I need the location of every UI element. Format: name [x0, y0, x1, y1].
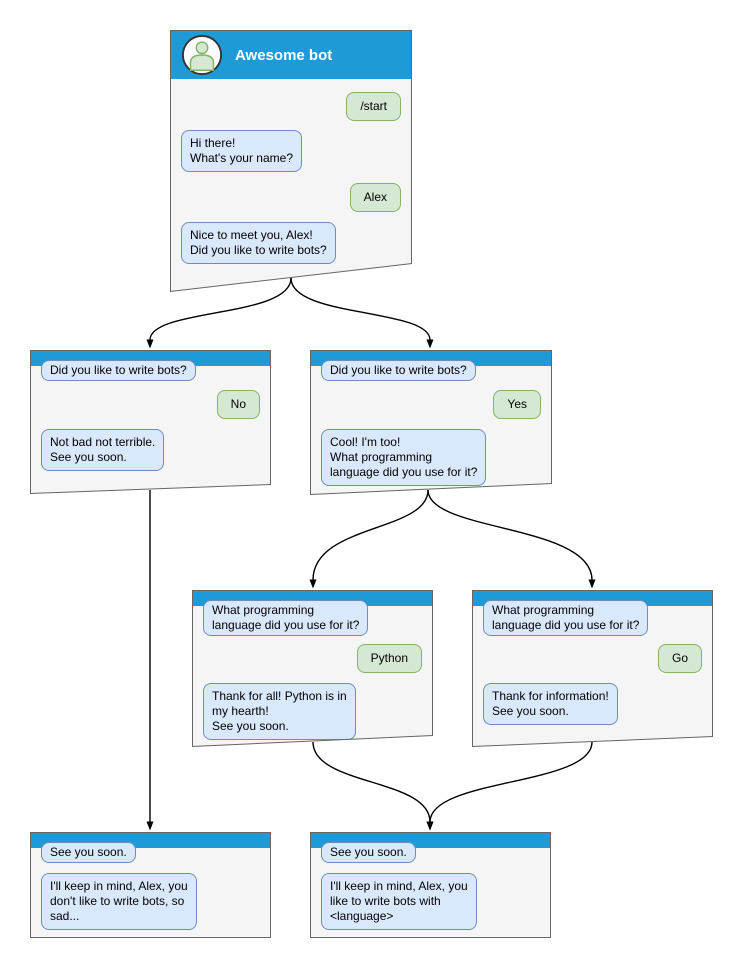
bot-message-bubble: I'll keep in mind, Alex, you like to wri… — [321, 873, 477, 930]
chat-window-end-yes: See you soon. I'll keep in mind, Alex, y… — [310, 832, 551, 938]
chat-window-no-branch: Did you like to write bots? No Not bad n… — [30, 350, 271, 494]
user-message-bubble: Yes — [493, 390, 541, 419]
user-message-bubble: /start — [346, 92, 401, 121]
chat-body: See you soon. I'll keep in mind, Alex, y… — [311, 842, 550, 930]
bot-message-bubble: Hi there! What's your name? — [181, 130, 303, 172]
bot-message-bubble: Nice to meet you, Alex! Did you like to … — [181, 222, 336, 264]
bot-message-bubble: I'll keep in mind, Alex, you don't like … — [41, 873, 197, 930]
arrow-yes-to-go — [427, 489, 596, 589]
chat-body: Did you like to write bots? Yes Cool! I'… — [311, 360, 551, 486]
chat-window-header: Awesome bot — [171, 31, 411, 79]
arrow-yes-to-python — [309, 489, 429, 589]
arrow-start-to-yes — [290, 277, 434, 349]
chat-window-title: Awesome bot — [235, 46, 333, 64]
chat-window-end-no: See you soon. I'll keep in mind, Alex, y… — [30, 832, 271, 938]
bot-message-bubble: Thank for all! Python is in my hearth! S… — [203, 683, 356, 740]
chat-body: Did you like to write bots? No Not bad n… — [31, 360, 270, 471]
chat-body: See you soon. I'll keep in mind, Alex, y… — [31, 842, 270, 930]
chat-body: What programming language did you use fo… — [473, 600, 712, 725]
chat-window-go-branch: What programming language did you use fo… — [472, 590, 713, 747]
bot-message-bubble: Cool! I'm too! What programming language… — [321, 429, 487, 486]
bot-message-bubble: Not bad not terrible. See you soon. — [41, 429, 165, 471]
user-message-bubble: Python — [356, 644, 422, 673]
user-message-bubble: Alex — [349, 183, 401, 212]
arrow-python-to-end-yes — [312, 741, 434, 831]
arrow-go-to-end-yes — [426, 741, 593, 831]
chat-window-yes-branch: Did you like to write bots? Yes Cool! I'… — [310, 350, 552, 495]
chat-window-awesome-bot: Awesome bot /start Hi there! What's your… — [170, 30, 412, 292]
chat-body: What programming language did you use fo… — [193, 600, 432, 740]
bot-message-bubble: Did you like to write bots? — [41, 360, 196, 381]
bot-message-bubble: See you soon. — [41, 842, 136, 863]
bot-message-bubble: What programming language did you use fo… — [483, 600, 649, 636]
user-message-bubble: No — [216, 390, 260, 419]
bot-message-bubble: See you soon. — [321, 842, 416, 863]
chat-window-python-branch: What programming language did you use fo… — [192, 590, 433, 747]
user-message-bubble: Go — [657, 644, 702, 673]
bot-avatar-icon — [181, 34, 223, 76]
bot-message-bubble: Did you like to write bots? — [321, 360, 476, 381]
bot-message-bubble: What programming language did you use fo… — [203, 600, 369, 636]
bot-message-bubble: Thank for information! See you soon. — [483, 683, 618, 725]
chat-body: /start Hi there! What's your name? Alex … — [171, 79, 411, 264]
